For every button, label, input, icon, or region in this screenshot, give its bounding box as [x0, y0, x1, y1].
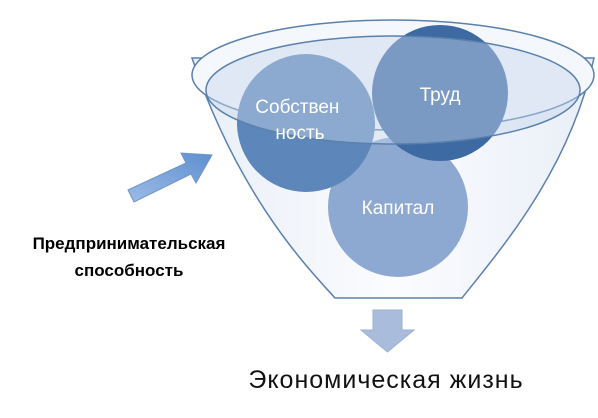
entrepreneurship-label: Предпринимательская способность: [4, 230, 254, 284]
output-arrow: [359, 309, 416, 353]
circle-kapital: [328, 137, 468, 277]
funnel-rim-inner: [205, 35, 581, 145]
circle-sobstvennost-label: Собствен ность: [255, 97, 344, 144]
circle-sobstvennost: [237, 54, 375, 192]
circle-trud-label: Труд: [420, 85, 461, 106]
entrepreneurship-label-line2: способность: [74, 261, 184, 280]
economic-life-label: Экономическая жизнь: [248, 366, 524, 394]
circle-kapital-label: Капитал: [362, 198, 435, 219]
circle-trud: [372, 25, 508, 161]
entrepreneurship-label-line1: Предпринимательская: [32, 234, 226, 253]
input-arrow: [127, 152, 213, 203]
